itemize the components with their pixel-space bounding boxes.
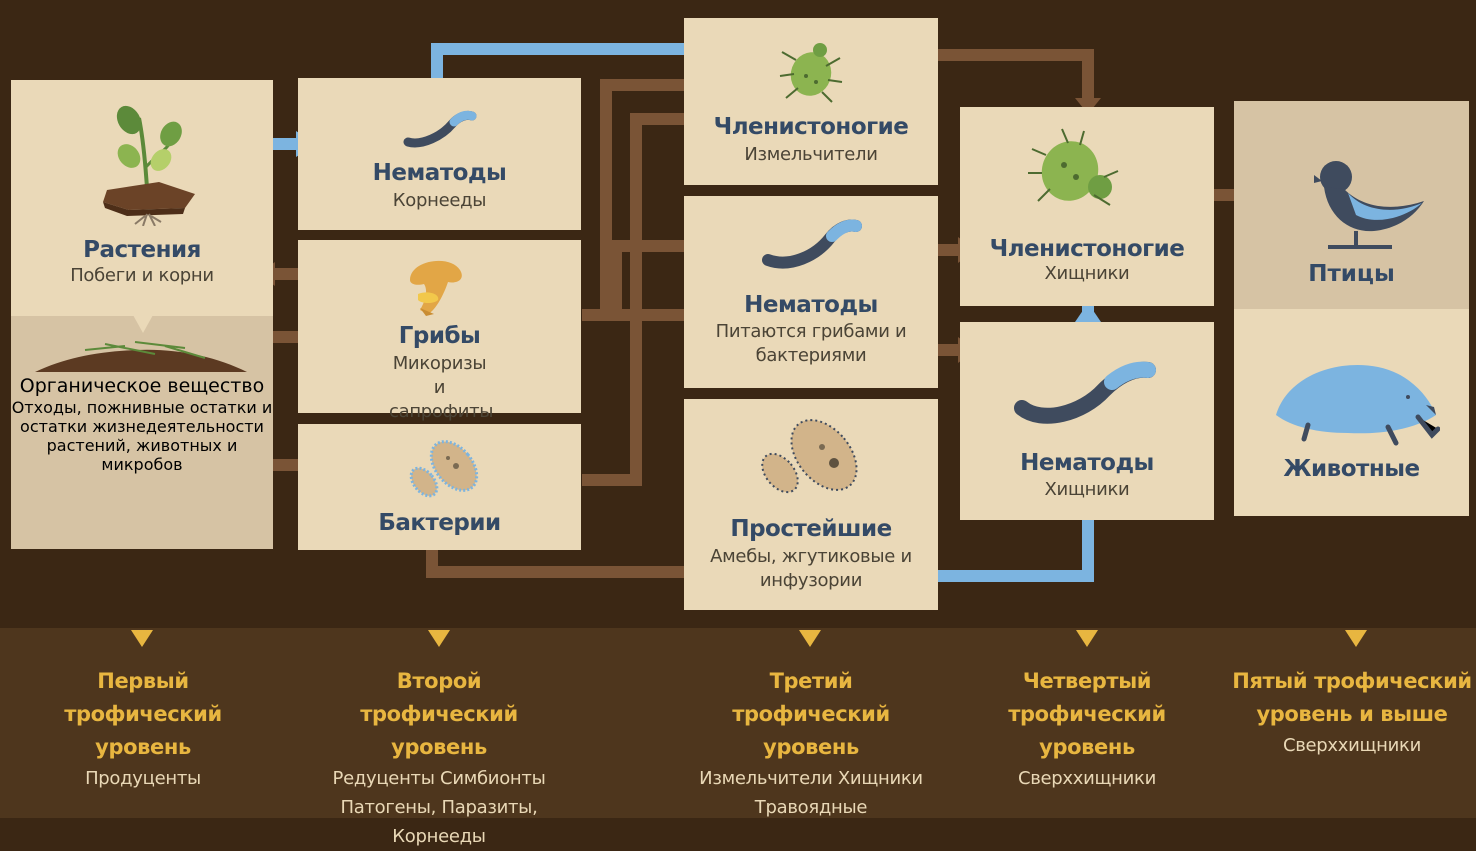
- mushroom-icon: [410, 260, 462, 316]
- node-fungi: Грибы Микоризы и сапрофиты: [298, 240, 581, 422]
- bird-icon: [1314, 161, 1424, 249]
- arrow-bacteria-to-arthropods: [582, 113, 690, 486]
- pointer-notch: [133, 315, 153, 333]
- nematodes-root-title: Нематоды: [372, 160, 507, 186]
- fungi-title: Грибы: [398, 323, 481, 349]
- level-marker-2: [428, 630, 450, 647]
- protozoa-subtitle: Амебы, жгутиковые и инфузории: [710, 546, 912, 591]
- nematodes-fb-subtitle: Питаются грибами и бактериями: [715, 321, 907, 366]
- level-2-title: Второй трофический уровень: [360, 669, 518, 759]
- arthropods-shredders-subtitle: Измельчители: [744, 144, 878, 165]
- level-4-title: Четвертый трофический уровень: [1008, 669, 1166, 759]
- level-marker-4: [1076, 630, 1098, 647]
- node-protozoa: Простейшие Амебы, жгутиковые и инфузории: [684, 399, 938, 610]
- worm-icon: [1014, 361, 1156, 424]
- food-web-diagram: Растения Побеги и корни Органическое вещ…: [0, 18, 1476, 847]
- arrow-bacteria-to-protozoa: [426, 550, 690, 578]
- node-birds: Птицы: [1234, 101, 1469, 309]
- organic-title: Органическое вещество: [19, 375, 265, 397]
- arthropods-predators-title: Членистоногие: [989, 236, 1185, 262]
- level-5-description: Сверххищники: [1282, 735, 1422, 756]
- node-animals: Животные: [1234, 309, 1469, 516]
- arrow-nematodes-root-to-arthropods: [431, 43, 690, 78]
- soil-litter-icon: [35, 341, 247, 372]
- organic-subtitle: Отходы, пожнивные остатки и остатки жизн…: [11, 398, 273, 474]
- trophic-levels-band: [0, 628, 1476, 818]
- level-4-description: Сверххищники: [1017, 768, 1157, 789]
- node-bacteria: Бактерии: [298, 424, 581, 550]
- level-marker-3: [799, 630, 821, 647]
- level-marker-1: [131, 630, 153, 647]
- node-organic-matter: Органическое вещество Отходы, пожнивные …: [11, 315, 273, 549]
- trophic-level-2: Второй трофический уровень Редуценты Сим…: [300, 665, 578, 851]
- level-3-description: Измельчители Хищники Травоядные: [699, 768, 923, 818]
- mole-icon: [1276, 365, 1440, 446]
- trophic-level-4: Четвертый трофический уровень Сверххищни…: [954, 665, 1220, 793]
- node-arthropods-predators: Членистоногие Хищники: [960, 107, 1214, 306]
- trophic-level-5: Пятый трофический уровень и выше Сверххи…: [1232, 665, 1472, 760]
- level-5-title: Пятый трофический уровень и выше: [1232, 669, 1472, 726]
- node-nematodes-predators: Нематоды Хищники: [960, 322, 1214, 520]
- arrow-shredders-to-predators: [938, 49, 1094, 100]
- plants-title: Растения: [83, 237, 201, 263]
- nematodes-root-subtitle: Корнееды: [392, 190, 487, 211]
- beetle-icon: [1028, 128, 1119, 206]
- node-arthropods-shredders: Членистоногие Измельчители: [684, 18, 938, 185]
- beetle-icon: [779, 43, 843, 103]
- arthropods-shredders-title: Членистоногие: [713, 114, 909, 140]
- arthropods-predators-subtitle: Хищники: [1044, 263, 1130, 284]
- level-marker-5: [1345, 630, 1367, 647]
- trophic-level-1: Первый трофический уровень Продуценты: [8, 665, 278, 793]
- bacteria-icon: [409, 440, 479, 498]
- level-1-title: Первый трофический уровень: [64, 669, 222, 759]
- nematodes-predators-title: Нематоды: [1020, 450, 1154, 476]
- birds-title: Птицы: [1308, 261, 1395, 287]
- worm-icon: [403, 110, 477, 148]
- node-plants: Растения Побеги и корни: [11, 80, 273, 316]
- fungi-subtitle: Микоризы и сапрофиты: [389, 353, 494, 422]
- nematodes-predators-subtitle: Хищники: [1044, 479, 1130, 500]
- level-1-description: Продуценты: [85, 768, 201, 789]
- level-2-description: Редуценты Симбионты Патогены, Паразиты, …: [332, 768, 546, 847]
- plant-icon: [103, 105, 195, 226]
- protozoa-icon: [761, 419, 858, 494]
- nematodes-fb-title: Нематоды: [744, 292, 878, 318]
- node-nematodes-root: Нематоды Корнееды: [298, 78, 581, 230]
- protozoa-title: Простейшие: [730, 516, 892, 542]
- plants-subtitle: Побеги и корни: [70, 265, 214, 286]
- bacteria-title: Бактерии: [378, 510, 501, 536]
- node-nematodes-fungal-bacterial: Нематоды Питаются грибами и бактериями: [684, 196, 938, 388]
- trophic-level-3: Третий трофический уровень Измельчители …: [676, 665, 946, 822]
- animals-title: Животные: [1283, 456, 1420, 482]
- worm-icon: [762, 219, 862, 269]
- level-3-title: Третий трофический уровень: [732, 669, 890, 759]
- arrow-protozoa-to-nematode-predators: [938, 515, 1094, 582]
